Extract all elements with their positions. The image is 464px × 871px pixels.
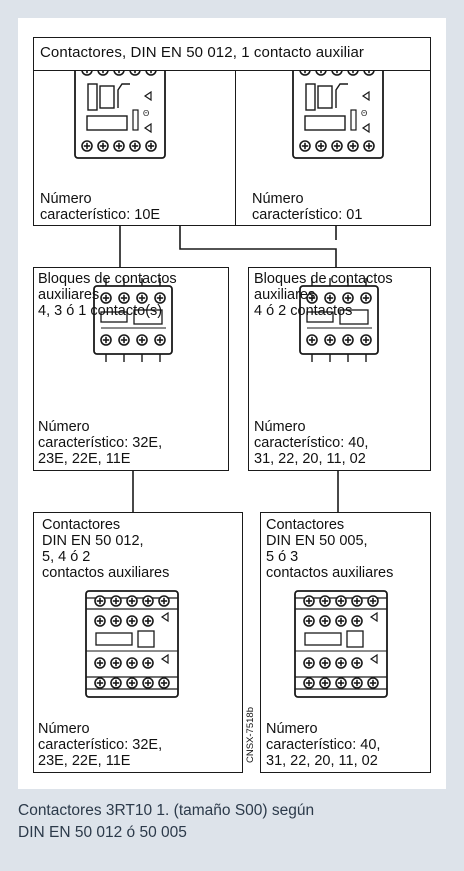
characteristic-number: característico: 32E,: [38, 435, 163, 451]
header-box: Contactores, DIN EN 50 012, 1 contacto a…: [33, 37, 431, 71]
box-heading-line: 5 ó 3: [266, 549, 299, 565]
number-label: Número: [40, 191, 92, 207]
figure-caption: Contactores 3RT10 1. (tamaño S00) según …: [18, 800, 438, 844]
characteristic-number: característico: 01: [252, 207, 363, 223]
box-heading-line: contactos auxiliares: [42, 565, 170, 581]
characteristic-number: 23E, 22E, 11E: [38, 753, 131, 769]
box-heading-line: DIN EN 50 012,: [42, 533, 144, 549]
characteristic-number: característico: 32E,: [38, 737, 163, 753]
contactor-50012-box: Contactores DIN EN 50 012, 5, 4 ó 2 cont…: [33, 512, 243, 773]
connector-left-to-aux-right: [179, 225, 337, 268]
diagram-graphics: Θ: [18, 18, 446, 789]
characteristic-number: 31, 22, 20, 11, 02: [254, 451, 366, 467]
number-label: Número: [254, 419, 306, 435]
number-label: Número: [252, 191, 304, 207]
characteristic-number: característico: 40,: [254, 435, 369, 451]
characteristic-number: característico: 40,: [266, 737, 381, 753]
caption-line: DIN EN 50 012 ó 50 005: [18, 824, 187, 841]
box-heading-line: Contactores: [266, 517, 345, 533]
box-heading-line: contactos auxiliares: [266, 565, 394, 581]
box-heading-line: 4 ó 2 contactos: [254, 303, 353, 319]
box-heading-line: Bloques de contactos: [254, 271, 393, 287]
characteristic-number: 31, 22, 20, 11, 02: [266, 753, 378, 769]
characteristic-number: característico: 10E: [40, 207, 161, 223]
diagram-area: Θ: [18, 18, 446, 789]
contactor-01-box: Número característico: 01: [235, 70, 431, 226]
characteristic-number: 23E, 22E, 11E: [38, 451, 131, 467]
box-heading-line: 5, 4 ó 2: [42, 549, 91, 565]
number-label: Número: [38, 721, 90, 737]
box-heading-line: auxiliares: [38, 287, 100, 303]
contactor-10e-box: Número característico: 10E: [33, 70, 236, 226]
caption-line: Contactores 3RT10 1. (tamaño S00) según: [18, 802, 315, 819]
contactor-50005-box: Contactores DIN EN 50 005, 5 ó 3 contact…: [260, 512, 431, 773]
box-heading-line: Contactores: [42, 517, 121, 533]
number-label: Número: [38, 419, 90, 435]
box-heading-line: DIN EN 50 005,: [266, 533, 368, 549]
aux-block-right-box: Bloques de contactos auxiliares 4 ó 2 co…: [248, 267, 431, 471]
number-label: Número: [266, 721, 318, 737]
box-heading-line: Bloques de contactos: [38, 271, 177, 287]
box-heading-line: 4, 3 ó 1 contacto(s): [38, 303, 163, 319]
drawing-code: CNSX-7518b: [245, 707, 256, 763]
header-title: Contactores, DIN EN 50 012, 1 contacto a…: [40, 44, 365, 61]
box-heading-line: auxiliares: [254, 287, 316, 303]
aux-block-left-box: Bloques de contactos auxiliares 4, 3 ó 1…: [33, 267, 229, 471]
